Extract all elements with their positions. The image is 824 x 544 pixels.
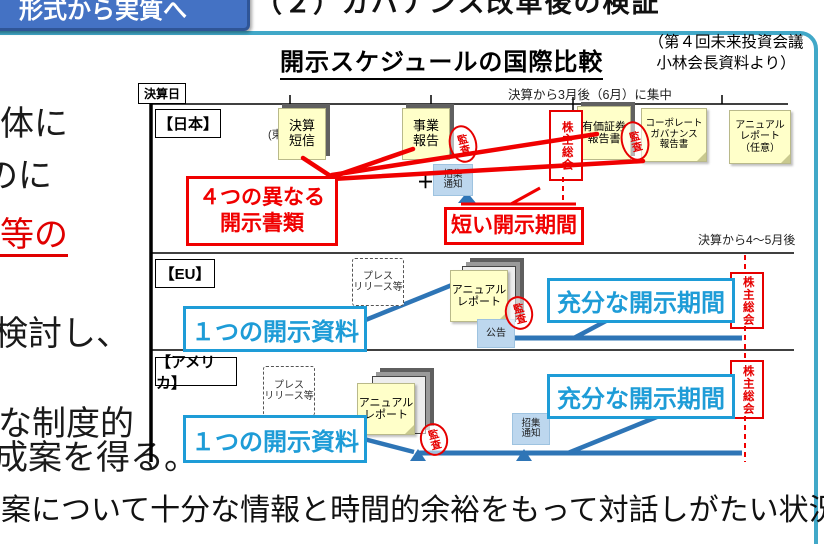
emphasis-short-period: 短い開示期間	[444, 207, 584, 245]
header-badge: 形式から実質へ	[0, 0, 250, 31]
note-press-release-usa: プレス リリース等	[263, 366, 315, 416]
row-label-eu: 【EU】	[155, 259, 215, 288]
emphasis-ample-period-eu: 充分な開示期間	[547, 278, 735, 323]
source-note: （第４回未来投資会議 小林会長資料より）	[634, 33, 818, 75]
emphasis-one-document-eu: １つの開示資料	[183, 306, 367, 352]
note-shoshu-tsuchi-usa: 招集 通知	[512, 413, 550, 445]
source-note-line1: （第４回未来投資会議	[648, 34, 804, 51]
agm-box-japan: 株主総会	[549, 110, 583, 181]
left-text-fragment-1: 体に	[0, 105, 68, 143]
agm-box-eu: 株主総会	[730, 272, 764, 329]
source-note-line2: 小林会長資料より）	[656, 54, 796, 72]
note-annual-report-eu: アニュアル レポート	[450, 270, 508, 322]
header-section-title: （２）ガバナンス改革後の検証	[255, 0, 661, 18]
left-text-fragment-6: 成案を得る。	[0, 439, 198, 477]
red-bracket	[461, 186, 576, 206]
emphasis-one-document-usa: １つの開示資料	[183, 415, 367, 463]
left-text-fragment-5: な制度的	[0, 405, 134, 443]
diagram-title: 開示スケジュールの国際比較	[280, 42, 604, 80]
left-text-fragment-red: 等の	[0, 217, 68, 257]
note-annual-report-usa: アニュアル レポート	[357, 383, 415, 435]
fiscal-year-end-label: 決算日	[138, 83, 186, 104]
note-kessan-tanshin: 決算 短信	[278, 108, 326, 160]
row-label-japan: 【日本】	[155, 109, 221, 138]
slide-frame-border	[0, 31, 818, 544]
emphasis-four-documents: ４つの異なる 開示書類	[186, 176, 338, 246]
left-text-fragment-2: のに	[0, 157, 52, 195]
red-dashed-lines	[562, 177, 746, 462]
plus-sign: ＋	[417, 173, 434, 192]
timeline-right-annotation: 決算から4～5月後	[698, 233, 796, 247]
left-text-fragment-4: 検討し、	[0, 315, 130, 353]
note-press-release-eu: プレス リリース等	[352, 258, 404, 306]
emphasis-ample-period-usa: 充分な開示期間	[547, 374, 735, 419]
red-fan-lines	[300, 131, 646, 182]
bottom-note-text: 案について十分な情報と時間的余裕をもって対話しがたい状況。	[1, 494, 824, 527]
timeline-top-annotation: 決算から3月後（6月）に集中	[508, 88, 672, 102]
note-annual-report-nini: アニュアル レポート （任意）	[729, 110, 791, 164]
